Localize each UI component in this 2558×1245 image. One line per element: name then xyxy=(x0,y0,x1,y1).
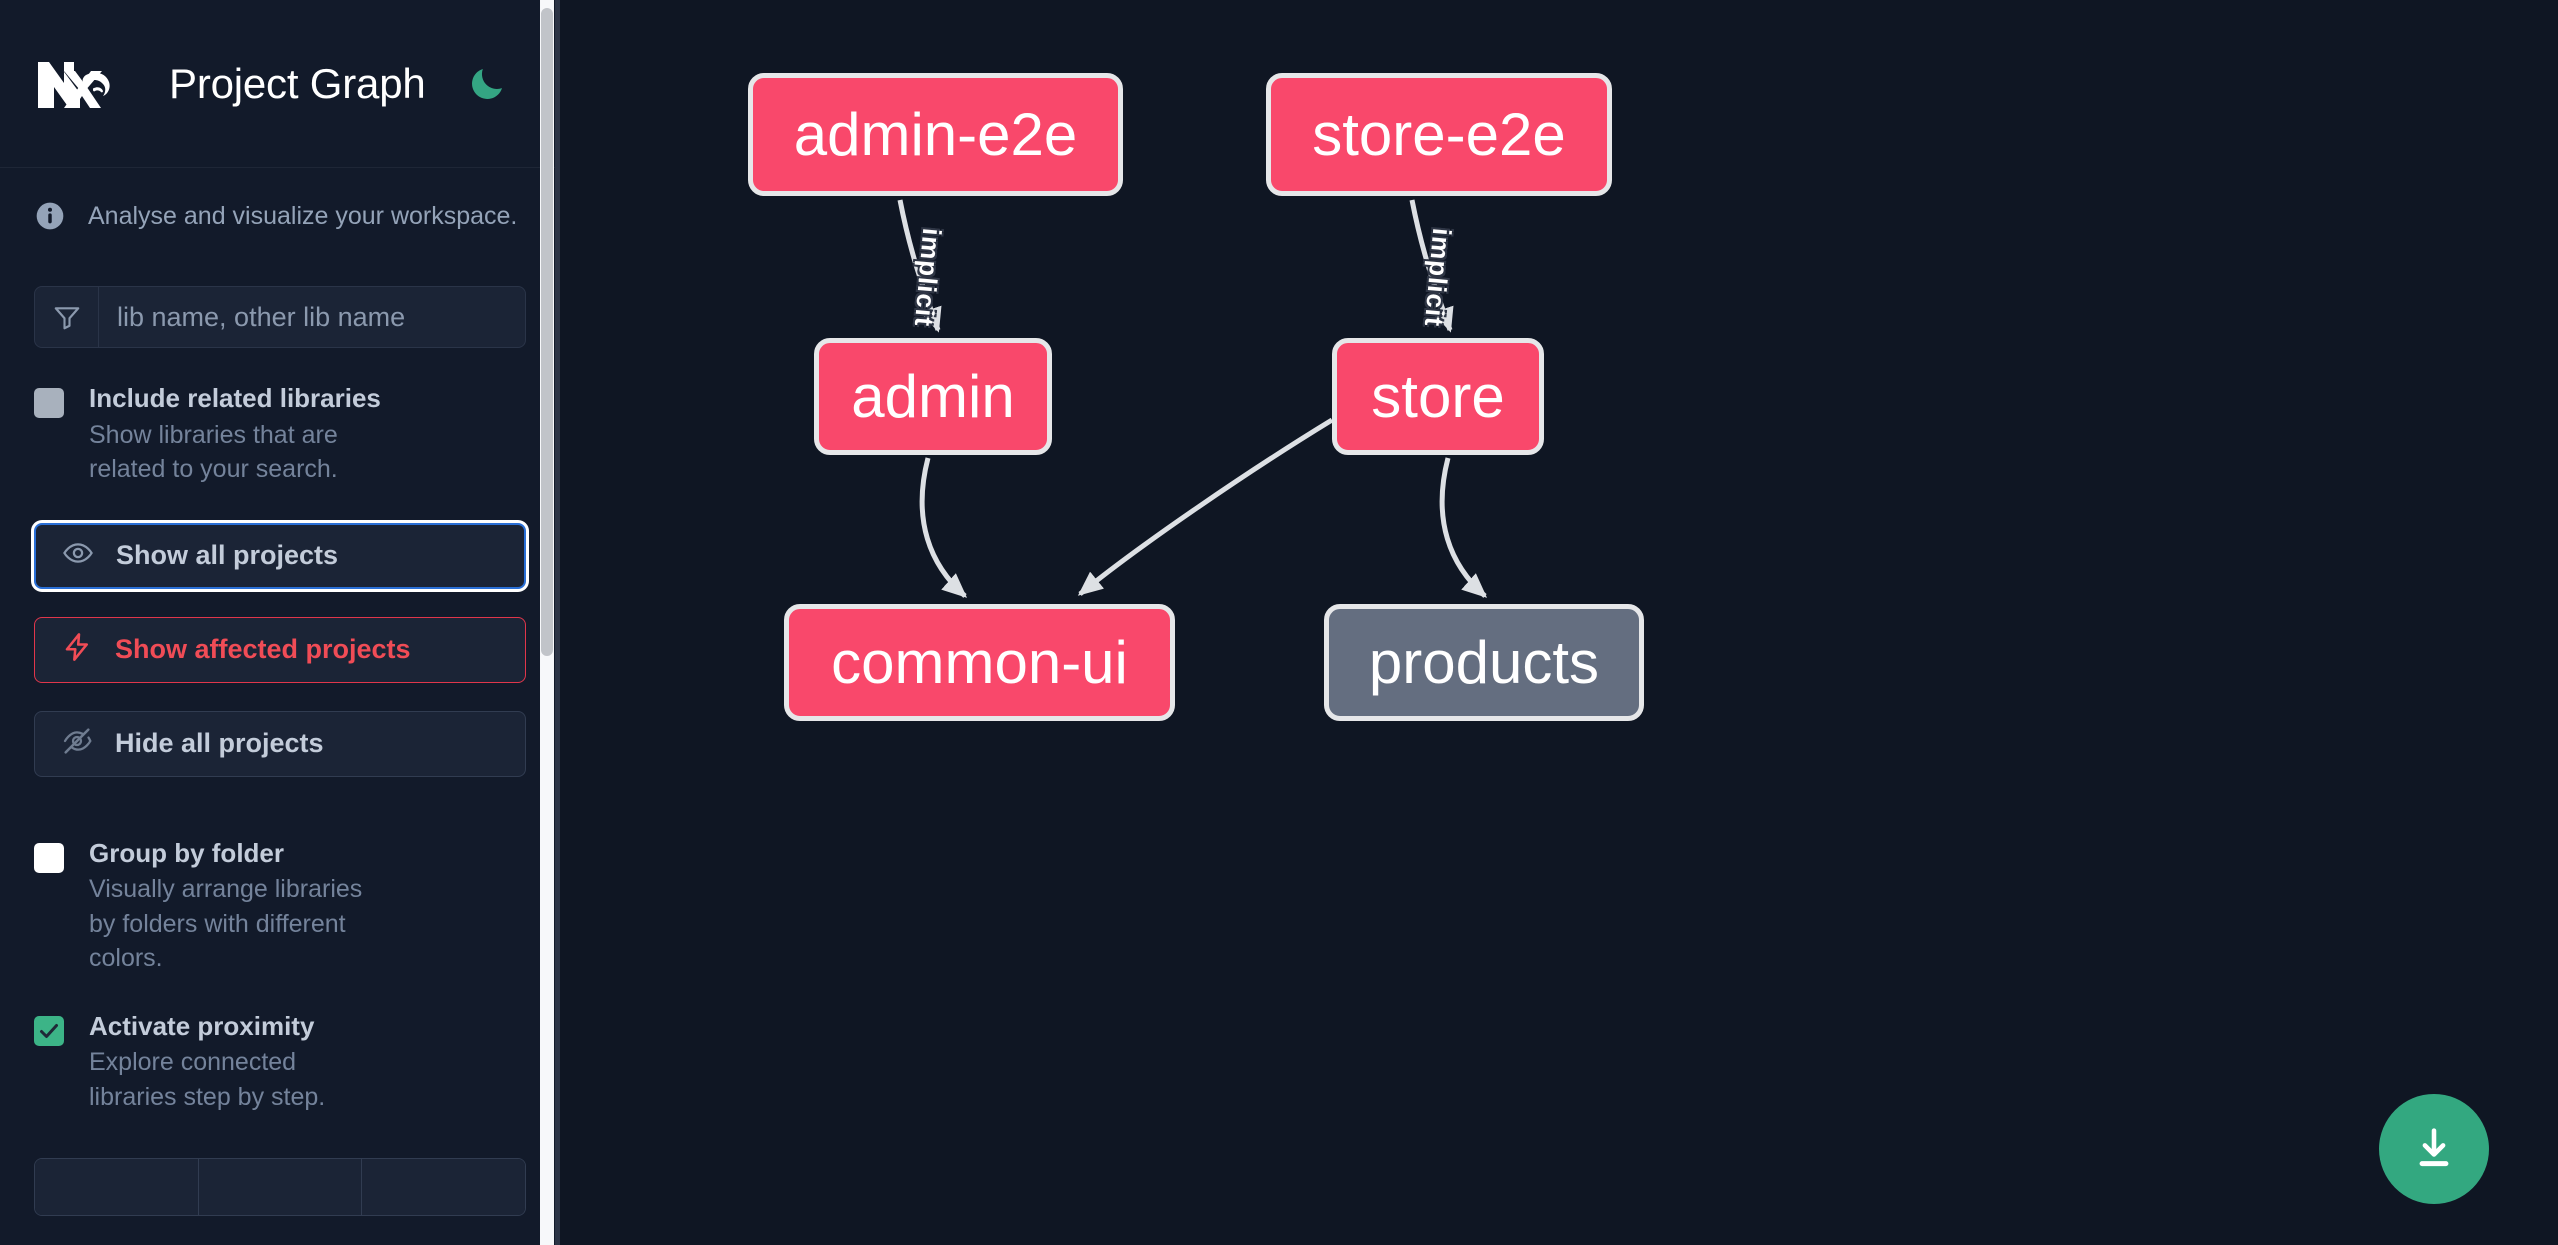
show-all-projects-label: Show all projects xyxy=(116,540,339,570)
edge-store-to-common-ui xyxy=(1077,417,1334,596)
checkbox-activate-proximity[interactable]: Activate proximity Explore connected lib… xyxy=(34,1010,526,1115)
checkbox-box[interactable] xyxy=(34,1015,64,1046)
proximity-segmented-control[interactable] xyxy=(34,1158,526,1216)
moon-icon[interactable] xyxy=(464,61,510,107)
checkbox-description: Show libraries that are related to your … xyxy=(89,420,338,484)
eye-off-icon xyxy=(61,725,93,762)
hide-all-projects-button[interactable]: Hide all projects xyxy=(34,710,526,777)
checkbox-label: Include related libraries xyxy=(89,383,381,413)
segment-option[interactable] xyxy=(35,1159,199,1215)
download-image-button[interactable] xyxy=(2379,1094,2489,1204)
checkbox-group-by-folder[interactable]: Group by folder Visually arrange librari… xyxy=(34,837,526,976)
graph-canvas[interactable]: implicit implicit admin-e2e store-e2e ad… xyxy=(560,0,2558,1245)
workspace-info: Analyse and visualize your workspace. xyxy=(34,200,526,232)
filter-icon xyxy=(35,287,99,347)
eye-icon xyxy=(62,537,94,574)
graph-node-store-e2e[interactable]: store-e2e xyxy=(1266,73,1612,196)
sidebar-body: Analyse and visualize your workspace. In… xyxy=(0,200,560,1216)
sidebar: Project Graph Analyse and visualize your… xyxy=(0,0,560,1245)
search-input[interactable] xyxy=(99,287,525,347)
workspace-info-text: Analyse and visualize your workspace. xyxy=(88,201,518,230)
graph-node-store[interactable]: store xyxy=(1332,338,1544,455)
graph-edges xyxy=(897,199,1488,598)
show-affected-projects-button[interactable]: Show affected projects xyxy=(34,616,526,683)
segment-option[interactable] xyxy=(198,1159,363,1215)
show-all-projects-button[interactable]: Show all projects xyxy=(34,522,526,589)
graph-node-admin-e2e[interactable]: admin-e2e xyxy=(748,73,1123,196)
lightning-icon xyxy=(61,631,93,668)
download-icon xyxy=(2408,1122,2460,1177)
graph-node-common-ui[interactable]: common-ui xyxy=(784,604,1175,721)
graph-node-admin[interactable]: admin xyxy=(814,338,1052,455)
checkbox-texts: Activate proximity Explore connected lib… xyxy=(89,1010,389,1115)
show-affected-projects-label: Show affected projects xyxy=(115,634,411,664)
edge-store-e2e-to-store xyxy=(1409,199,1454,333)
sidebar-scrollbar-thumb[interactable] xyxy=(541,8,553,656)
edge-admin-to-common-ui xyxy=(919,457,968,598)
checkbox-box[interactable] xyxy=(34,388,64,418)
page-title: Project Graph xyxy=(169,59,426,107)
sidebar-header: Project Graph xyxy=(0,0,560,168)
segment-option[interactable] xyxy=(362,1159,525,1215)
edge-admin-e2e-to-admin xyxy=(897,199,942,333)
edge-store-to-products xyxy=(1439,457,1488,598)
checkbox-include-related-libraries[interactable]: Include related libraries Show libraries… xyxy=(34,382,526,487)
checkbox-label: Group by folder xyxy=(89,837,284,868)
graph-node-products[interactable]: products xyxy=(1324,604,1644,721)
checkbox-description: Explore connected libraries step by step… xyxy=(89,1048,326,1111)
nx-logo-icon xyxy=(34,52,126,116)
sidebar-divider xyxy=(555,0,560,1245)
checkbox-description: Visually arrange libraries by folders wi… xyxy=(89,875,363,972)
checkbox-texts: Include related libraries Show libraries… xyxy=(89,382,389,487)
info-circle-icon xyxy=(34,200,66,232)
hide-all-projects-label: Hide all projects xyxy=(115,728,324,758)
checkbox-label: Activate proximity xyxy=(89,1010,315,1041)
checkbox-box[interactable] xyxy=(34,842,64,873)
search-field[interactable] xyxy=(34,286,526,348)
checkbox-texts: Group by folder Visually arrange librari… xyxy=(89,837,389,976)
